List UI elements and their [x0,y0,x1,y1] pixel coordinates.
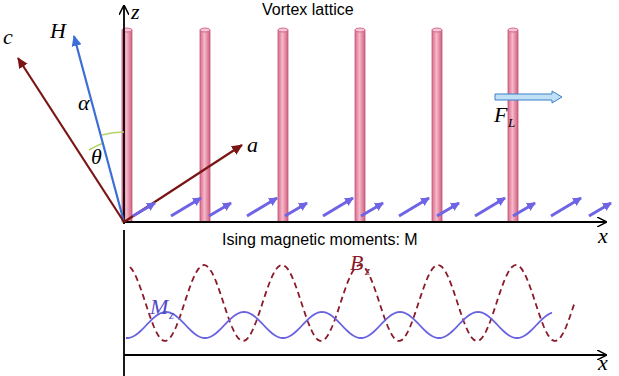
bz-label: B [350,252,363,274]
ising-moments [133,198,611,216]
vortex-line [508,30,518,222]
moment-arrow [437,203,459,216]
vortex-line [432,30,442,222]
vortex-top [432,28,442,32]
vortex-line [200,30,210,222]
z-axis [123,6,125,224]
c-axis-vector [18,58,124,222]
axis-label: z [131,1,140,23]
vortex-top [278,28,288,32]
bz-wave [130,265,574,341]
axis-label: x [598,352,608,374]
moment-arrow [361,203,383,216]
vortex-lines [122,28,518,222]
moment-arrow [551,198,581,216]
moment-arrow [247,198,277,216]
a-axis-vector [124,145,242,222]
field-label: H [50,20,66,42]
vortex-line [278,30,288,222]
moments-label: Ising magnetic moments: M [222,232,418,248]
axis-label: a [247,134,258,156]
moment-arrow [475,198,505,216]
subscript: L [508,116,515,129]
lorentz-force-arrow [495,91,562,103]
lower-x-axis [124,354,606,356]
vortex-top [200,28,210,32]
force-label: F [494,104,507,126]
mz-label: M [150,296,168,318]
vortex-line [355,30,365,222]
title-label: Vortex lattice [262,2,354,18]
moment-arrow [285,203,307,216]
axis-label: x [598,225,608,247]
subscript: z [169,308,174,321]
moment-arrow [133,203,155,216]
subscript: z [365,264,370,277]
moment-arrow [589,203,611,216]
moment-arrow [399,198,429,216]
field-vector [74,36,124,222]
angle-label: θ [91,146,102,168]
moment-arrow [171,198,201,216]
moment-arrow [323,198,353,216]
x-axis [124,221,606,223]
angle-label: α [78,92,90,114]
moment-arrow [513,203,535,216]
moment-arrow [209,203,231,216]
vortex-top [355,28,365,32]
axis-label: c [3,26,13,48]
vortex-top [508,28,518,32]
mz-wave [126,312,552,338]
theta-arc [102,132,124,135]
